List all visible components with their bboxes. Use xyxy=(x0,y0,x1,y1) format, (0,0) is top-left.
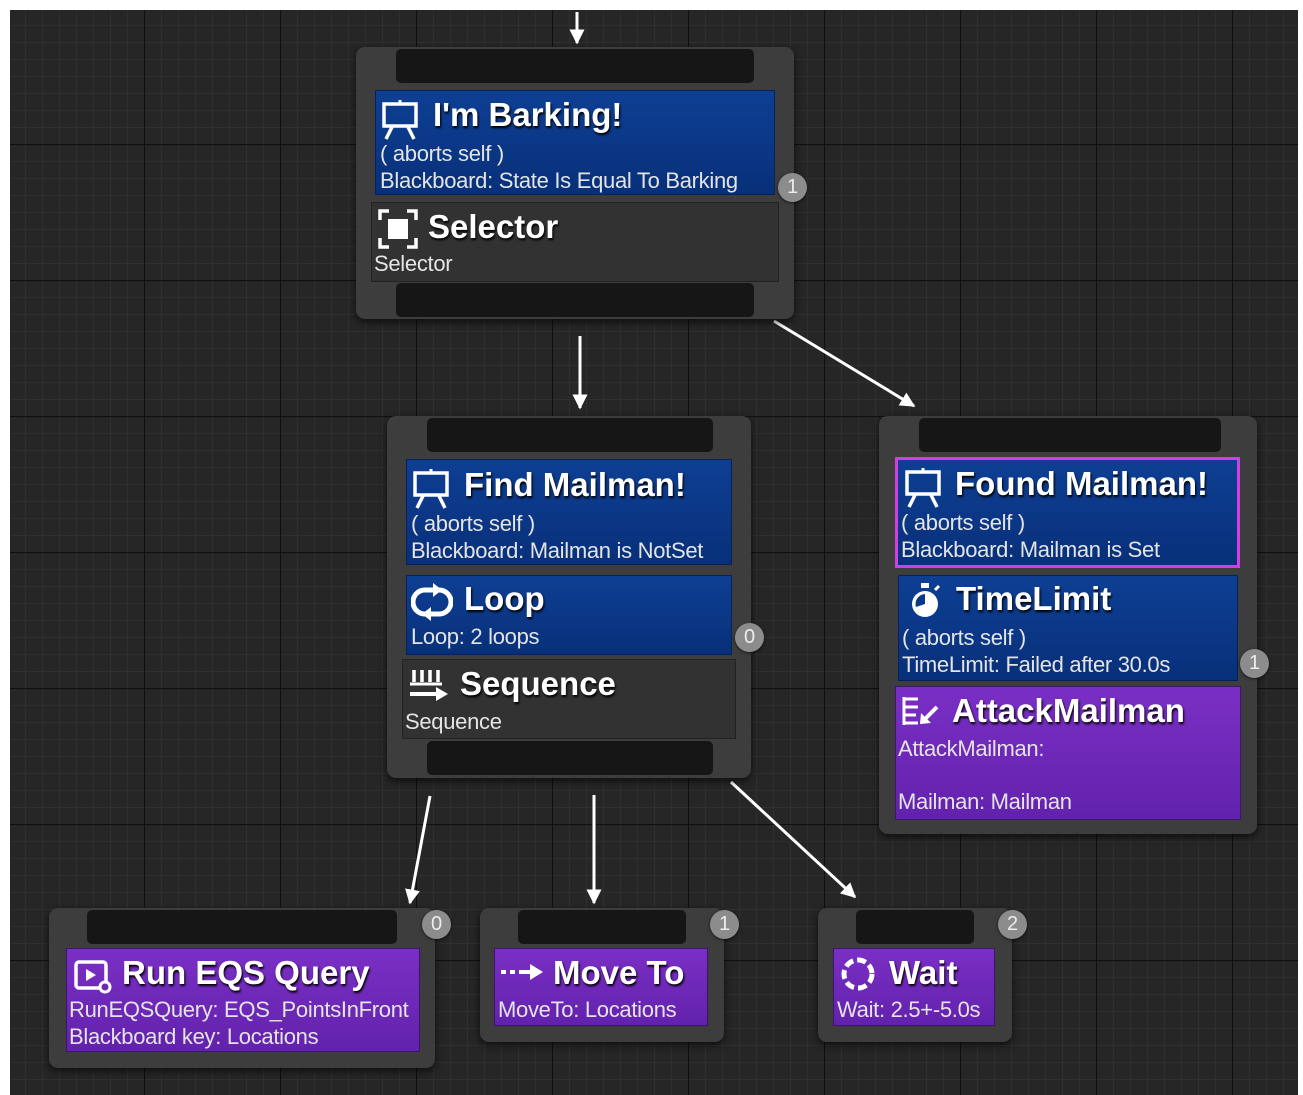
move-to-task[interactable]: Move To MoveTo: Locations xyxy=(494,948,708,1026)
execution-index-badge: 1 xyxy=(1240,649,1269,678)
stopwatch-icon xyxy=(912,583,941,617)
task-blackboard-key: Blackboard key: Locations xyxy=(69,1024,319,1049)
run-eqs-query-task[interactable]: Run EQS Query RunEQSQuery: EQS_PointsInF… xyxy=(66,948,420,1052)
input-pin[interactable] xyxy=(396,49,754,83)
behavior-tree-graph-canvas[interactable]: I'm Barking! ( aborts self ) Blackboard:… xyxy=(10,10,1298,1095)
barking-decorator[interactable]: I'm Barking! ( aborts self ) Blackboard:… xyxy=(375,90,775,195)
execution-index-badge: 1 xyxy=(710,910,739,939)
execution-index-badge: 0 xyxy=(735,623,764,652)
composite-title: Selector xyxy=(428,208,559,245)
timelimit-abort-mode: ( aborts self ) xyxy=(902,625,1026,650)
sequence-composite[interactable]: Sequence Sequence xyxy=(402,659,736,739)
sequence-icon xyxy=(410,670,448,701)
wait-task[interactable]: Wait Wait: 2.5+-5.0s xyxy=(833,948,995,1026)
output-pin[interactable] xyxy=(427,741,713,775)
task-description: AttackMailman: xyxy=(898,736,1045,761)
timelimit-decorator[interactable]: TimeLimit ( aborts self ) TimeLimit: Fai… xyxy=(898,575,1238,681)
loop-title: Loop xyxy=(464,580,545,617)
selector-icon xyxy=(378,209,418,249)
decorator-abort-mode: ( aborts self ) xyxy=(411,511,535,536)
run-eqs-query-node[interactable]: Run EQS Query RunEQSQuery: EQS_PointsInF… xyxy=(49,908,435,1068)
selector-composite[interactable]: Selector Selector xyxy=(371,202,779,282)
decorator-title: Found Mailman! xyxy=(955,465,1208,502)
attack-task-icon xyxy=(902,697,939,725)
task-title: Wait xyxy=(889,954,958,991)
input-pin[interactable] xyxy=(919,418,1221,452)
blackboard-easel-icon xyxy=(382,100,418,140)
decorator-title: Find Mailman! xyxy=(464,466,686,503)
wait-node[interactable]: Wait Wait: 2.5+-5.0s xyxy=(818,908,1012,1042)
input-pin[interactable] xyxy=(427,418,713,452)
find-mailman-decorator[interactable]: Find Mailman! ( aborts self ) Blackboard… xyxy=(406,459,732,565)
input-pin[interactable] xyxy=(87,910,397,944)
task-title: Move To xyxy=(553,954,685,991)
move-arrow-icon xyxy=(501,964,543,980)
decorator-condition: Blackboard: Mailman is NotSet xyxy=(411,538,704,563)
selector-node[interactable]: I'm Barking! ( aborts self ) Blackboard:… xyxy=(356,47,807,319)
blackboard-easel-icon xyxy=(413,469,449,509)
move-to-node[interactable]: Move To MoveTo: Locations xyxy=(480,908,724,1042)
task-title: Run EQS Query xyxy=(122,954,370,991)
task-subtitle: Wait: 2.5+-5.0s xyxy=(837,997,981,1022)
wire-barking-to-found xyxy=(773,319,916,408)
wait-icon xyxy=(841,957,875,991)
loop-icon xyxy=(411,583,453,621)
timelimit-subtitle: TimeLimit: Failed after 30.0s xyxy=(902,652,1171,677)
input-pin[interactable] xyxy=(518,910,686,944)
loop-subtitle: Loop: 2 loops xyxy=(411,624,540,649)
composite-subtitle: Selector xyxy=(374,251,453,276)
execution-index-badge: 1 xyxy=(778,173,807,202)
output-pin[interactable] xyxy=(396,283,754,317)
task-title: AttackMailman xyxy=(952,692,1185,729)
wire-find-to-run-eqs xyxy=(405,795,432,905)
decorator-condition: Blackboard: State Is Equal To Barking xyxy=(380,168,738,193)
execution-index-badge: 0 xyxy=(422,910,451,939)
decorator-abort-mode: ( aborts self ) xyxy=(380,141,504,166)
sequence-node[interactable]: Find Mailman! ( aborts self ) Blackboard… xyxy=(387,416,764,778)
loop-decorator[interactable]: Loop Loop: 2 loops xyxy=(406,575,732,655)
input-pin[interactable] xyxy=(856,910,974,944)
task-query-template: RunEQSQuery: EQS_PointsInFront xyxy=(69,997,409,1022)
execution-index-badge: 2 xyxy=(998,910,1027,939)
wire-find-to-wait xyxy=(729,780,857,899)
attack-mailman-task[interactable]: AttackMailman AttackMailman: Mailman: Ma… xyxy=(895,686,1241,820)
composite-title: Sequence xyxy=(460,665,616,702)
decorator-title: I'm Barking! xyxy=(433,96,623,133)
timelimit-title: TimeLimit xyxy=(956,580,1112,617)
decorator-condition: Blackboard: Mailman is Set xyxy=(901,537,1160,562)
task-blackboard-key: Mailman: Mailman xyxy=(898,789,1072,814)
task-subtitle: MoveTo: Locations xyxy=(498,997,677,1022)
blackboard-easel-icon xyxy=(905,468,941,508)
found-mailman-node[interactable]: Found Mailman! ( aborts self ) Blackboar… xyxy=(879,416,1269,834)
eqs-query-icon xyxy=(74,960,112,994)
found-mailman-decorator[interactable]: Found Mailman! ( aborts self ) Blackboar… xyxy=(895,457,1240,568)
composite-subtitle: Sequence xyxy=(405,709,502,734)
decorator-abort-mode: ( aborts self ) xyxy=(901,510,1025,535)
